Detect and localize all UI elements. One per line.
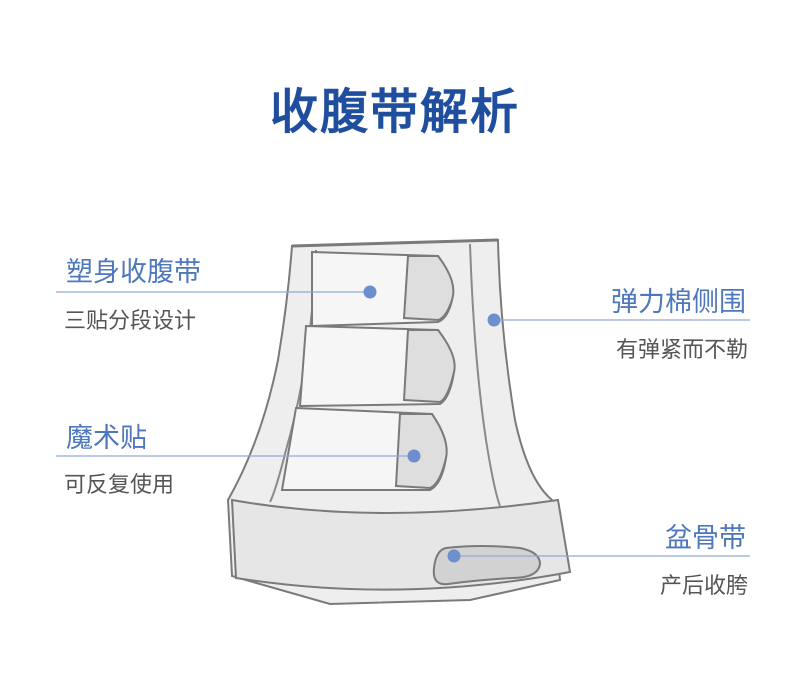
velcro-tab-1 [402,255,455,322]
belt-top-rim [291,238,499,248]
callout-label-pelvic: 盆骨带 [665,523,746,554]
elastic-side-line [469,243,501,507]
callout-label-shaping: 塑身收腹带 [66,257,201,288]
callout-dot-velcro [407,449,421,463]
callout-sub-shaping: 三贴分段设计 [64,309,197,334]
velcro-tab-2 [402,329,456,404]
velcro-tab-3 [394,413,448,490]
callout-sub-elastic: 有弹紧而不勒 [615,338,748,363]
callout-dot-shaping [363,285,377,299]
callout-sub-pelvic: 产后收胯 [659,574,748,599]
callout-dot-elastic [487,313,501,327]
callout-sub-velcro: 可反复使用 [64,473,175,498]
callout-label-velcro: 魔术贴 [66,423,147,454]
callout-dot-pelvic [447,549,461,563]
page-title: 收腹带解析 [269,84,520,140]
callout-label-elastic: 弹力棉侧围 [611,287,746,318]
